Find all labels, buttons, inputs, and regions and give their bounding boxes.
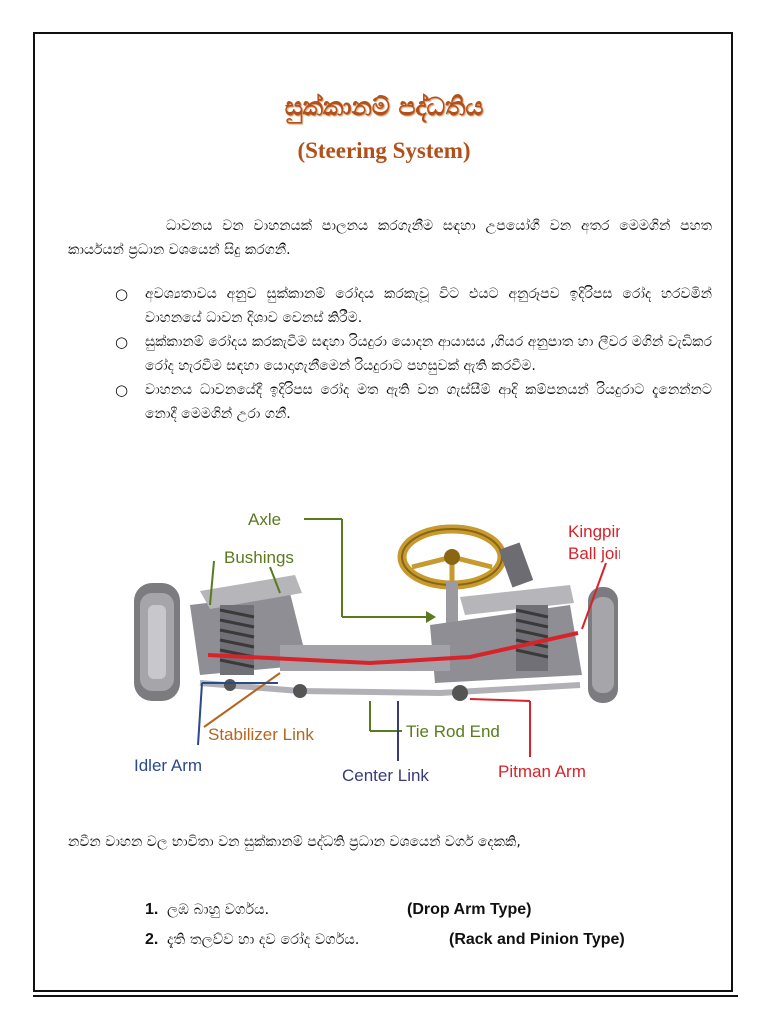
list-item: ○ අවශ්‍යතාවය අනුව සුක්කානම් රෝදය කරකැවූ …: [115, 282, 712, 330]
idler-arm-joint: [224, 679, 236, 691]
title-english: (Steering System): [297, 138, 471, 163]
steering-system-diagram: Axle Bushings Kingpin/ Ball joint Stabil…: [134, 510, 620, 785]
list-item-text: සුක්කානම් රෝදය කරකැවීම සඳහා රියදුරා යොදන…: [145, 334, 712, 374]
bushings-pointer: [209, 560, 281, 606]
label-idler-arm: Idler Arm: [134, 756, 202, 775]
lower-tie-rod: [199, 680, 581, 697]
bullet-circle-icon: ○: [115, 285, 129, 303]
list-item: 2. දැති තලව්ව හා දව රෝද වර්ගය. (Rack and…: [145, 925, 705, 955]
list-item: 1. ලඹ බාහු වර්ගය. (Drop Arm Type): [145, 895, 705, 925]
kingpin-pointer: [581, 562, 607, 630]
list-number: 2.: [145, 931, 159, 948]
list-number: 1.: [145, 901, 159, 918]
list-item-text: වාහනය ධාවනයේදී ඉදිරිපස රෝද මත ඇති වන ගැස…: [145, 382, 712, 422]
type-name-english: (Drop Arm Type): [407, 901, 532, 918]
steering-types-list: 1. ලඹ බාහු වර්ගය. (Drop Arm Type) 2. දැත…: [145, 895, 705, 955]
label-stabilizer-link: Stabilizer Link: [208, 725, 314, 744]
type-name-sinhala: ලඹ බාහු වර්ගය.: [167, 902, 270, 918]
red-steering-linkage: [207, 631, 579, 666]
title-sinhala: සුක්කානම් පද්ධතිය: [284, 92, 484, 121]
list-item: ○ සුක්කානම් රෝදය කරකැවීම සඳහා රියදුරා යො…: [115, 330, 712, 378]
label-bushings: Bushings: [224, 548, 294, 567]
right-spring: [515, 605, 549, 671]
stabilizer-pointer: [203, 672, 281, 728]
list-item: ○ වාහනය ධාවනයේදී ඉදිරිපස රෝද මත ඇති වන ග…: [115, 378, 712, 426]
label-axle: Axle: [248, 510, 281, 529]
type-name-sinhala: දැති තලව්ව හා දව රෝද වර්ගය.: [167, 932, 360, 948]
label-tie-rod-end: Tie Rod End: [406, 722, 500, 741]
axle-pointer: [304, 518, 436, 623]
pitman-arm-joint: [452, 685, 468, 701]
right-wheel: [588, 587, 618, 703]
type-name-english: (Rack and Pinion Type): [449, 931, 625, 948]
steering-box: [498, 542, 534, 588]
tierod-pointer: [369, 701, 402, 732]
upper-control-arm-right: [460, 585, 574, 615]
left-spring: [219, 605, 255, 675]
function-list: ○ අවශ්‍යතාවය අනුව සුක්කානම් රෝදය කරකැවූ …: [115, 282, 712, 426]
bullet-circle-icon: ○: [115, 333, 129, 351]
idler-pointer: [197, 682, 278, 746]
list-item-text: අවශ්‍යතාවය අනුව සුක්කානම් රෝදය කරකැවූ වි…: [145, 286, 712, 326]
intro-paragraph: ධාවනය වන වාහනයක් පාලනය කරගැනීම සඳහා උපයෝ…: [68, 218, 712, 258]
label-center-link: Center Link: [342, 766, 429, 785]
pitman-pointer: [469, 698, 531, 757]
label-pitman-arm: Pitman Arm: [498, 762, 586, 781]
label-kingpin: Kingpin/: [568, 522, 620, 541]
label-ball-joint: Ball joint: [568, 544, 620, 563]
page-border-underline: [33, 995, 738, 997]
steering-wheel: [397, 524, 507, 590]
bullet-circle-icon: ○: [115, 381, 129, 399]
center-link-joint: [293, 684, 307, 698]
left-wheel: [134, 583, 180, 701]
types-intro-paragraph: නවීන වාහන වල භාවිතා වන සුක්කානම් පද්ධති …: [68, 834, 521, 850]
page-border: [33, 32, 733, 992]
